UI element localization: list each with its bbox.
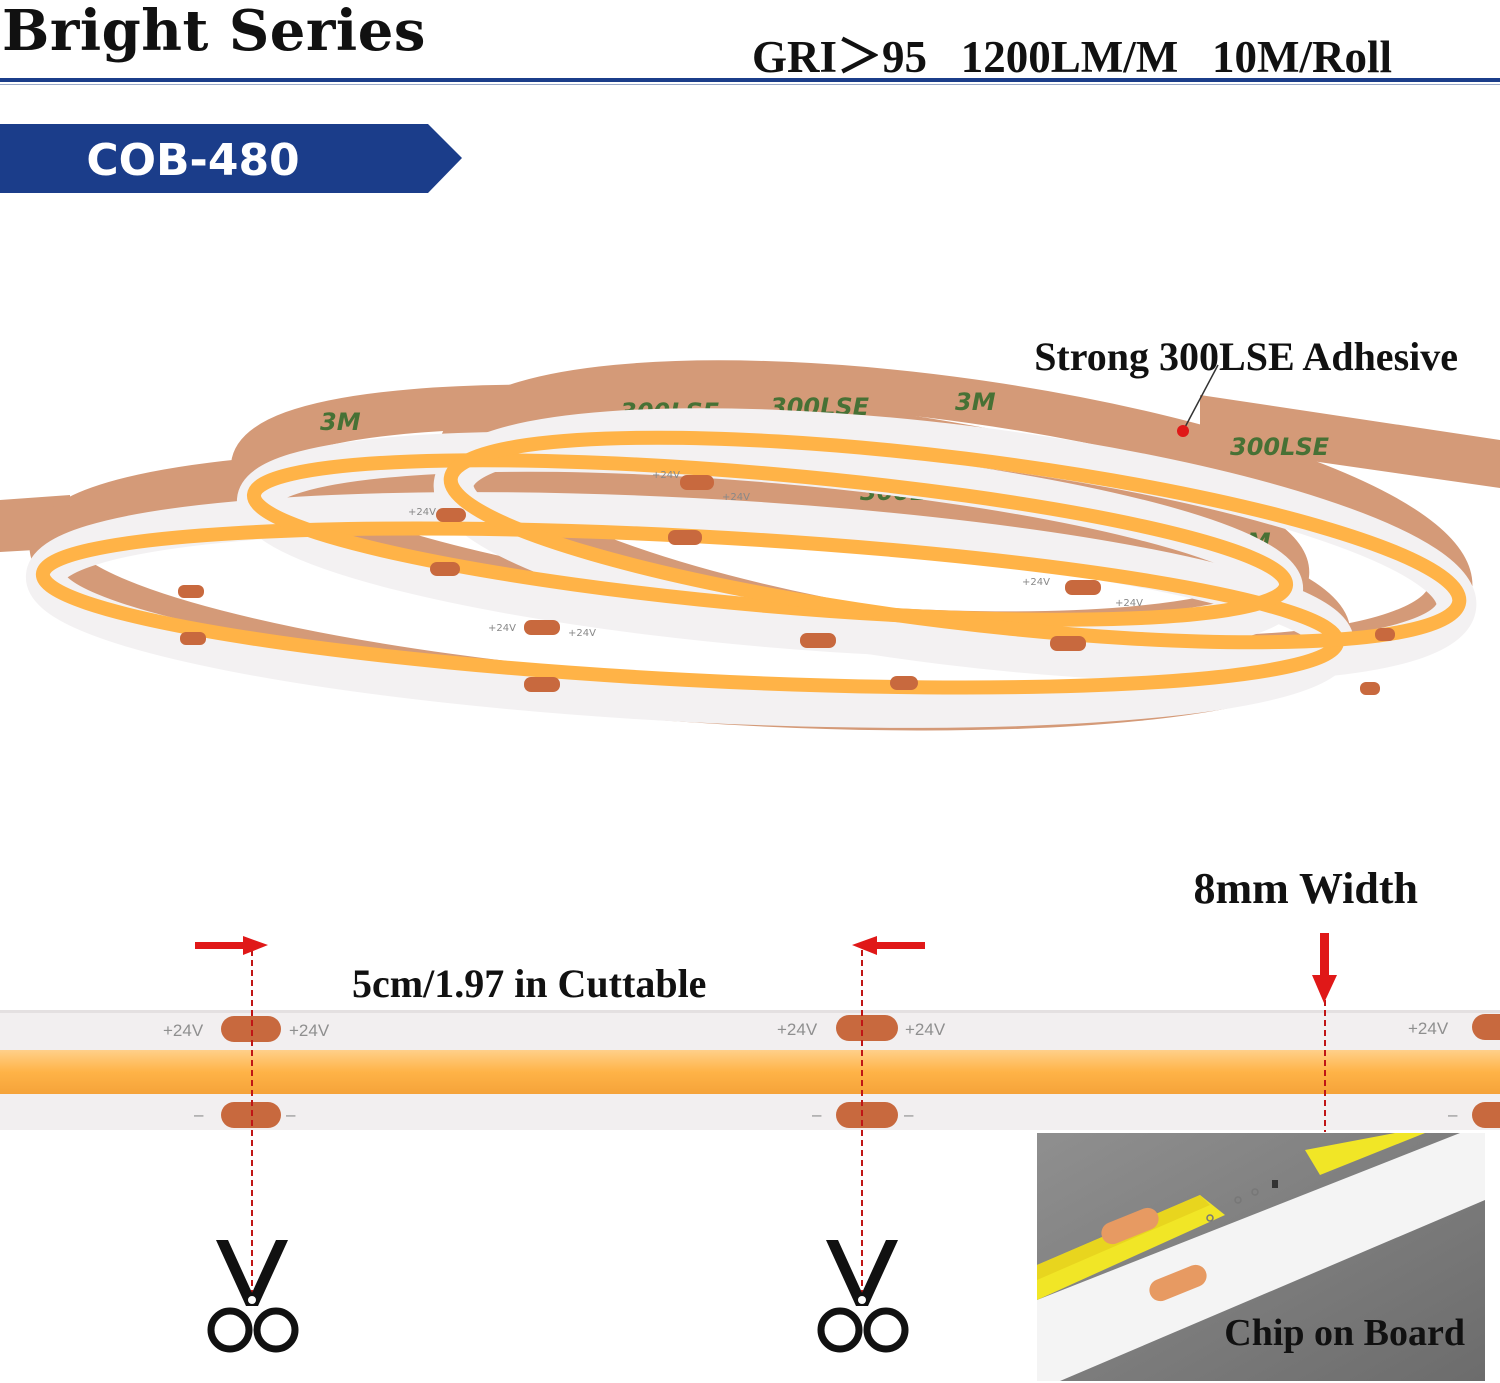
- red-arrow-down-icon: [1312, 933, 1337, 1003]
- cut-interval-label: 5cm/1.97 in Cuttable: [352, 961, 706, 1006]
- model-badge: COB-480: [0, 124, 462, 193]
- pad-label: +24V: [1408, 1019, 1449, 1038]
- svg-text:+24V: +24V: [488, 623, 516, 634]
- chip-on-board-inset: [1037, 1133, 1485, 1381]
- pad-label: –: [904, 1105, 914, 1124]
- pad-label: –: [194, 1105, 204, 1124]
- svg-text:+24V: +24V: [652, 470, 680, 481]
- spec-line: GRI＞95 1200LM/M 10M/Roll: [752, 32, 1392, 82]
- svg-text:+24V: +24V: [722, 492, 750, 503]
- width-label: 8mm Width: [1193, 864, 1418, 913]
- pad-label: +24V: [905, 1020, 946, 1039]
- scissors-icon: [817, 1240, 909, 1353]
- pad-label: –: [1448, 1105, 1458, 1124]
- red-arrow-left-icon: [852, 936, 925, 955]
- backing-print: 300LSE: [1230, 433, 1330, 461]
- backing-print: 3M: [955, 388, 996, 416]
- led-strip-closeup: +24V +24V +24V +24V +24V – – – – –: [0, 950, 1500, 1300]
- inset-caption: Chip on Board: [1224, 1312, 1465, 1354]
- adhesive-callout: [1177, 364, 1219, 437]
- pad-label: +24V: [777, 1020, 818, 1039]
- badge-label: COB-480: [86, 135, 299, 186]
- svg-text:+24V: +24V: [1115, 598, 1143, 609]
- header-divider-thin: [0, 84, 1500, 85]
- pad-label: –: [286, 1105, 296, 1124]
- backing-print: 3M: [320, 408, 361, 436]
- header-divider: [0, 78, 1500, 82]
- adhesive-label: Strong 300LSE Adhesive: [1034, 334, 1458, 379]
- svg-text:+24V: +24V: [568, 628, 596, 639]
- red-dot-pointer-icon: [1177, 425, 1189, 437]
- svg-text:+24V: +24V: [1022, 577, 1050, 588]
- page-title: Bright Series: [2, 0, 426, 64]
- led-strip-reels: 3M 300LSE 300LSE 3M 300LSE 300LSE 3M 300…: [0, 360, 1500, 731]
- pad-label: +24V: [289, 1021, 330, 1040]
- red-arrow-right-icon: [195, 936, 268, 955]
- svg-text:+24V: +24V: [408, 507, 436, 518]
- pad-label: –: [812, 1105, 822, 1124]
- scissors-icon: [207, 1240, 299, 1353]
- pad-label: +24V: [163, 1021, 204, 1040]
